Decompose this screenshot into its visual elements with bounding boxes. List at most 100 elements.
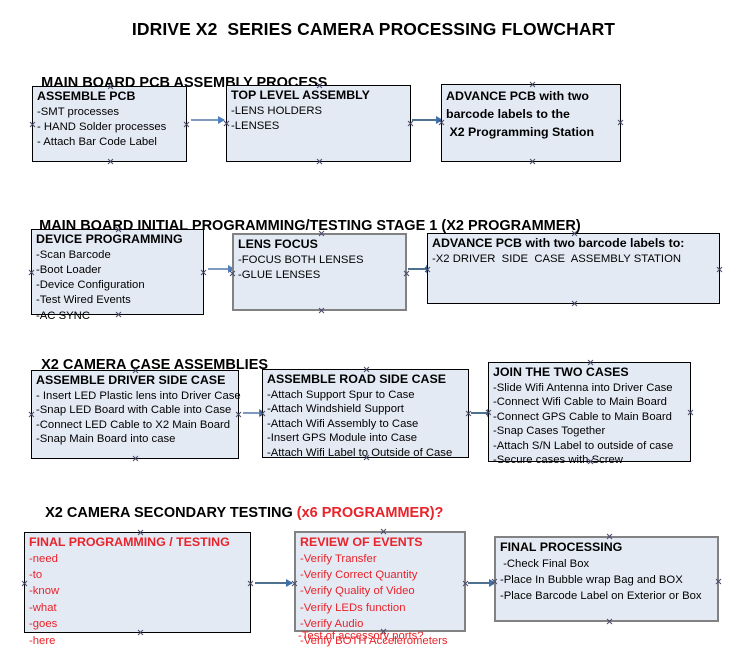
box-review-of-events-overflow-line: -Test of accessory ports? (298, 630, 424, 642)
box-title: ASSEMBLE DRIVER SIDE CASE (36, 373, 226, 387)
box-line: - HAND Solder processes (37, 120, 167, 133)
box-line: -Device Configuration (36, 279, 145, 292)
box-line: -Verify BOTH Accelerometers (300, 634, 448, 647)
arrow-shaft (408, 268, 432, 270)
box-line: -FOCUS BOTH LENSES (238, 253, 364, 266)
box-line: -what (29, 601, 57, 614)
connector-handle-left[interactable] (28, 269, 35, 276)
box-assemble-driver-side-case[interactable]: ASSEMBLE DRIVER SIDE CASE - Insert LED P… (28, 370, 242, 462)
connector-handle-right[interactable] (715, 578, 722, 585)
box-line: X2 Programming Station (446, 124, 595, 139)
box-device-programming[interactable]: DEVICE PROGRAMMING -Scan Barcode -Boot L… (28, 229, 207, 322)
section-heading-4-text: X2 CAMERA SECONDARY TESTING (45, 505, 297, 521)
connector-handle-right[interactable] (183, 121, 190, 128)
connector-handle-right[interactable] (687, 409, 694, 416)
box-line: -Attach S/N Label to outside of case (493, 439, 674, 452)
box-join-the-two-cases[interactable]: JOIN THE TWO CASES -Slide Wifi Antenna i… (488, 362, 694, 466)
box-lens-focus[interactable]: LENS FOCUS -FOCUS BOTH LENSES -GLUE LENS… (232, 233, 407, 311)
connector-handle-bottom[interactable] (529, 158, 536, 165)
box-line: -Snap Main Board into case (36, 433, 176, 446)
box-line: -Place Barcode Label on Exterior or Box (500, 590, 702, 603)
box-final-processing[interactable]: FINAL PROCESSING -Check Final Box -Place… (494, 536, 719, 622)
connector-handle-right[interactable] (235, 411, 242, 418)
section-heading-3-text: X2 CAMERA CASE ASSEMBLIES (41, 357, 269, 373)
box-line: -to (29, 568, 43, 581)
box-line: -Connect LED Cable to X2 Main Board (36, 418, 231, 431)
box-line: -Snap LED Board with Cable into Case (36, 404, 232, 417)
box-title: DEVICE PROGRAMMING (36, 232, 183, 246)
box-line: -Attach Wifi Label to Outside of Case (267, 446, 453, 459)
box-line: - Attach Bar Code Label (37, 136, 157, 149)
connector-handle-left[interactable] (28, 411, 35, 418)
box-final-programming-testing[interactable]: FINAL PROGRAMMING / TESTING -need -to -k… (21, 532, 254, 647)
box-advance-pcb-driver-side-station[interactable]: ADVANCE PCB with two barcode labels to: … (427, 233, 720, 304)
connector-handle-right[interactable] (247, 580, 254, 587)
box-title: ADVANCE PCB with two barcode labels to: (432, 236, 685, 250)
box-title: ASSEMBLE PCB (37, 89, 136, 103)
section-heading-4-accent: (x6 PROGRAMMER)? (296, 505, 444, 521)
arrow-shaft (243, 412, 265, 414)
arrow-head (489, 579, 496, 587)
section-heading-4: X2 CAMERA SECONDARY TESTING (x6 PROGRAMM… (29, 489, 443, 537)
arrow-final-programming-to-review (255, 579, 293, 587)
connector-handle-bottom[interactable] (316, 158, 323, 165)
box-advance-pcb-programming-station[interactable]: ADVANCE PCB with two barcode labels to t… (441, 84, 621, 162)
box-line: -GLUE LENSES (238, 268, 321, 281)
arrow-head (436, 116, 443, 124)
box-line: -X2 DRIVER SIDE CASE ASSEMBLY STATION (432, 252, 682, 265)
box-line: -Verify Transfer (300, 552, 377, 565)
arrow-shaft (255, 582, 292, 584)
box-line: -here (29, 634, 56, 647)
box-line: -Boot Loader (36, 263, 102, 276)
section-heading-3: X2 CAMERA CASE ASSEMBLIES (25, 341, 268, 389)
box-line: barcode labels to the (446, 106, 570, 121)
box-line: -Insert GPS Module into Case (267, 432, 418, 445)
box-line: -Snap Cases Together (493, 425, 606, 438)
box-line: -Scan Barcode (36, 248, 111, 261)
box-review-of-events[interactable]: REVIEW OF EVENTS -Verify Transfer -Verif… (294, 531, 466, 647)
connector-handle-bottom[interactable] (606, 618, 613, 625)
connector-handle-bottom[interactable] (318, 307, 325, 314)
arrow-shaft (191, 119, 224, 121)
box-line: -Attach Wifi Assembly to Case (267, 417, 419, 430)
connector-handle-right[interactable] (617, 119, 624, 126)
connector-handle-right[interactable] (716, 266, 723, 273)
box-line: - Insert LED Plastic lens into Driver Ca… (36, 389, 241, 402)
box-title: FINAL PROCESSING (500, 540, 623, 554)
box-assemble-road-side-case[interactable]: ASSEMBLE ROAD SIDE CASE -Attach Support … (262, 369, 469, 459)
connector-handle-left[interactable] (21, 580, 28, 587)
box-line: -Connect Wifi Cable to Main Board (493, 396, 667, 409)
arrow-top-level-to-advance-pcb (412, 116, 443, 124)
box-title: FINAL PROGRAMMING / TESTING (29, 535, 230, 549)
arrow-head (228, 265, 235, 273)
box-line: -Verify Quality of Video (300, 585, 415, 598)
box-title: TOP LEVEL ASSEMBLY (231, 88, 370, 102)
connector-handle-top[interactable] (529, 81, 536, 88)
box-assemble-pcb[interactable]: ASSEMBLE PCB -SMT processes - HAND Solde… (32, 86, 187, 162)
page-title: IDRIVE X2 SERIES CAMERA PROCESSING FLOWC… (131, 19, 616, 39)
box-top-level-assembly[interactable]: TOP LEVEL ASSEMBLY -LENS HOLDERS -LENSES (226, 85, 411, 162)
connector-handle-bottom[interactable] (107, 158, 114, 165)
arrow-shaft (412, 119, 442, 121)
arrow-head (218, 116, 225, 124)
arrow-assemble-pcb-to-top-level (191, 116, 225, 124)
box-line: -Place In Bubble wrap Bag and BOX (500, 573, 683, 586)
box-title: ADVANCE PCB with two (446, 89, 589, 103)
arrow-shaft (471, 412, 493, 414)
connector-handle-bottom[interactable] (132, 455, 139, 462)
arrow-shaft (208, 268, 234, 270)
box-line: -Test Wired Events (36, 294, 131, 307)
box-title: LENS FOCUS (238, 237, 318, 251)
arrow-review-to-final-processing (468, 579, 496, 587)
connector-handle-right[interactable] (407, 120, 414, 127)
connector-handle-right[interactable] (200, 269, 207, 276)
arrow-device-programming-to-lens-focus (208, 265, 235, 273)
connector-handle-bottom[interactable] (571, 300, 578, 307)
connector-handle-left[interactable] (29, 121, 36, 128)
connector-handle-right[interactable] (403, 270, 410, 277)
connector-handle-top[interactable] (606, 533, 613, 540)
box-line: -Verify Correct Quantity (300, 568, 418, 581)
box-title: REVIEW OF EVENTS (300, 535, 423, 549)
box-line: -know (29, 585, 60, 598)
